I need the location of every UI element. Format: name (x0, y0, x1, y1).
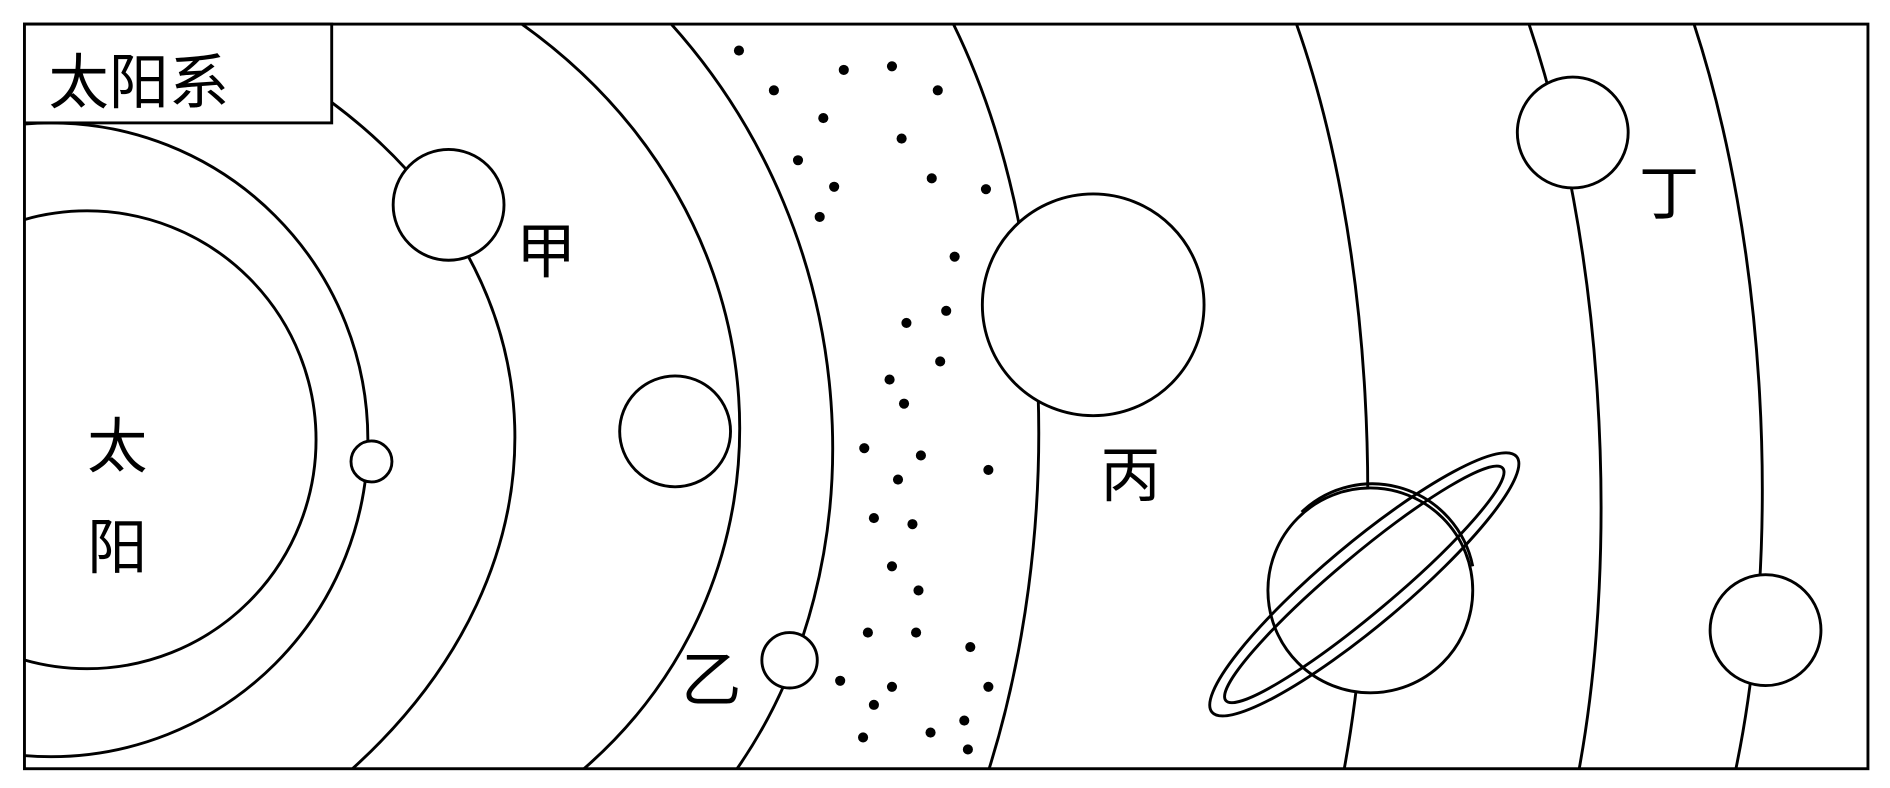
asteroid-dot (814, 211, 825, 222)
sun-outer-ring (24, 121, 370, 759)
asteroid-dot (965, 641, 976, 653)
frame-border (23, 22, 1870, 771)
asteroid-dot (932, 85, 943, 96)
planet-ding (1515, 75, 1630, 190)
asteroid-dot (892, 474, 904, 485)
asteroid-dot (818, 113, 829, 124)
planet-outer (1708, 573, 1823, 688)
asteroid-dot (868, 513, 879, 524)
title-box (23, 22, 334, 125)
label-ding: 丁 (1639, 159, 1699, 229)
asteroid-dot (835, 675, 846, 686)
asteroid-dot (862, 627, 873, 638)
asteroid-dot (911, 627, 922, 638)
asteroid-dot (858, 732, 869, 743)
asteroid-dot (884, 374, 895, 385)
asteroid-dot (915, 450, 926, 461)
label-bing: 丙 (1100, 441, 1160, 511)
orbit-3 (519, 24, 742, 769)
asteroid-dot (829, 181, 840, 192)
sun-label-top: 太 (87, 412, 147, 482)
asteroid-dot (886, 561, 898, 572)
planet-yi (760, 631, 819, 690)
asteroid-dot (896, 133, 907, 144)
asteroid-dot (962, 744, 973, 755)
asteroid-dot (898, 398, 910, 409)
asteroid-dot (733, 45, 745, 56)
asteroid-dot (913, 585, 924, 596)
planet-orbit-3 (618, 374, 732, 489)
asteroid-dot (926, 173, 937, 184)
asteroid-dot (983, 464, 994, 475)
orbit-bing (951, 24, 1041, 769)
asteroid-dot (838, 64, 849, 75)
label-yi: 乙 (681, 646, 741, 716)
asteroid-dot (886, 681, 898, 692)
planet-bing (980, 192, 1206, 418)
asteroid-dot (901, 317, 912, 328)
title: 太阳系 (49, 49, 230, 119)
asteroid-dot (949, 251, 960, 262)
planet-inner (349, 439, 394, 484)
planet-jia (391, 147, 506, 262)
asteroid-dot (941, 305, 952, 316)
asteroid-dot (868, 699, 879, 710)
sun (24, 209, 318, 671)
saturn (1208, 451, 1521, 718)
asteroid-dot (859, 443, 870, 454)
asteroid-belt (733, 45, 994, 755)
asteroid-dot (925, 727, 936, 738)
asteroid-dot (959, 715, 970, 726)
asteroid-dot (768, 85, 779, 96)
asteroid-dot (886, 61, 898, 72)
asteroid-dot (983, 681, 994, 692)
asteroid-dot (935, 356, 946, 367)
asteroid-dot (907, 519, 918, 530)
sun-label-bottom: 阳 (87, 514, 147, 584)
label-jia: 甲 (516, 217, 576, 287)
asteroid-dot (792, 155, 804, 166)
asteroid-dot (980, 184, 992, 195)
